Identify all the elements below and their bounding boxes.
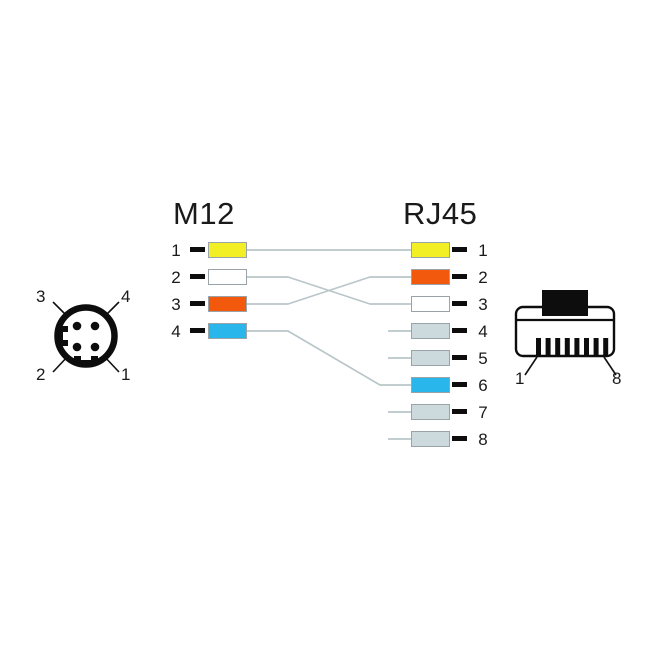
rj45-pin-terminal-8 <box>452 436 467 441</box>
rj45-contacts <box>536 338 609 356</box>
m12-icon-pin-label-1: 1 <box>121 365 131 384</box>
rj45-pin-label-8: 8 <box>478 430 488 449</box>
m12-pin-label-3: 3 <box>171 295 181 314</box>
wire-m12-4-to-rj45-6 <box>247 330 411 386</box>
m12-connector-icon: 3 4 2 1 <box>22 282 142 386</box>
rj45-pin-label-1: 1 <box>478 241 488 260</box>
m12-pin-label-1: 1 <box>171 241 181 260</box>
m12-body-ring <box>54 304 118 368</box>
rj45-latch-tab-front <box>542 290 588 316</box>
rj45-pin-label-6: 6 <box>478 376 488 395</box>
m12-contact-2 <box>72 342 82 352</box>
rj45-contact-2 <box>545 338 551 356</box>
rj45-connector-icon: 1 8 <box>503 282 627 388</box>
rj45-pin-label-2: 2 <box>478 268 488 287</box>
rj45-wire-block-5 <box>411 350 450 366</box>
rj45-pin-label-7: 7 <box>478 403 488 422</box>
rj45-pin-terminal-1 <box>452 247 467 252</box>
rj45-contact-1 <box>536 338 541 356</box>
rj45-wire-block-2 <box>411 269 450 285</box>
wire-m12-3-to-rj45-2 <box>247 276 411 305</box>
m12-wire-block-2 <box>208 269 247 285</box>
m12-wire-block-3 <box>208 296 247 312</box>
m12-pin-terminal-4 <box>190 328 205 333</box>
m12-pin-label-4: 4 <box>171 322 181 341</box>
rj45-wire-block-7 <box>411 404 450 420</box>
rj45-icon-pin-label-8: 8 <box>612 369 622 388</box>
rj45-contact-4 <box>564 338 570 356</box>
m12-wire-block-4 <box>208 323 247 339</box>
rj45-contact-6 <box>584 338 589 356</box>
rj45-pin-terminal-5 <box>452 355 467 360</box>
m12-keyway-bottom <box>74 356 98 364</box>
rj45-pin-label-5: 5 <box>478 349 488 368</box>
rj45-wire-block-4 <box>411 323 450 339</box>
m12-contact-4 <box>90 321 100 331</box>
rj45-wire-block-1 <box>411 242 450 258</box>
rj45-leader-1 <box>524 356 538 376</box>
rj45-pin-label-3: 3 <box>478 295 488 314</box>
m12-pin-terminal-2 <box>190 274 205 279</box>
rj45-pin-terminal-2 <box>452 274 467 279</box>
rj45-leader-8 <box>603 356 617 376</box>
rj45-wire-block-3 <box>411 296 450 312</box>
rj45-pin-terminal-6 <box>452 382 467 387</box>
m12-icon-pin-label-4: 4 <box>121 287 131 306</box>
rj45-contact-8 <box>603 338 609 356</box>
rj45-contact-5 <box>574 338 580 356</box>
rj45-icon-pin-label-1: 1 <box>515 369 525 388</box>
rj45-wire-block-6 <box>411 377 450 393</box>
m12-icon-pin-label-2: 2 <box>36 365 46 384</box>
m12-icon-pin-label-3: 3 <box>36 287 46 306</box>
m12-pin-terminal-1 <box>190 247 205 252</box>
rj45-wire-block-8 <box>411 431 450 447</box>
rj45-contact-3 <box>555 338 561 356</box>
m12-pin-label-2: 2 <box>171 268 181 287</box>
m12-wire-block-1 <box>208 242 247 258</box>
rj45-pin-terminal-4 <box>452 328 467 333</box>
rj45-contact-7 <box>593 338 599 356</box>
m12-pin-terminal-3 <box>190 301 205 306</box>
rj45-pin-label-4: 4 <box>478 322 488 341</box>
rj45-pin-terminal-3 <box>452 301 467 306</box>
m12-title: M12 <box>173 196 235 231</box>
m12-contact-1 <box>90 342 100 352</box>
rj45-pin-terminal-7 <box>452 409 467 414</box>
rj45-title: RJ45 <box>403 196 478 231</box>
m12-keyway-left <box>60 326 68 346</box>
m12-contact-3 <box>72 321 82 331</box>
